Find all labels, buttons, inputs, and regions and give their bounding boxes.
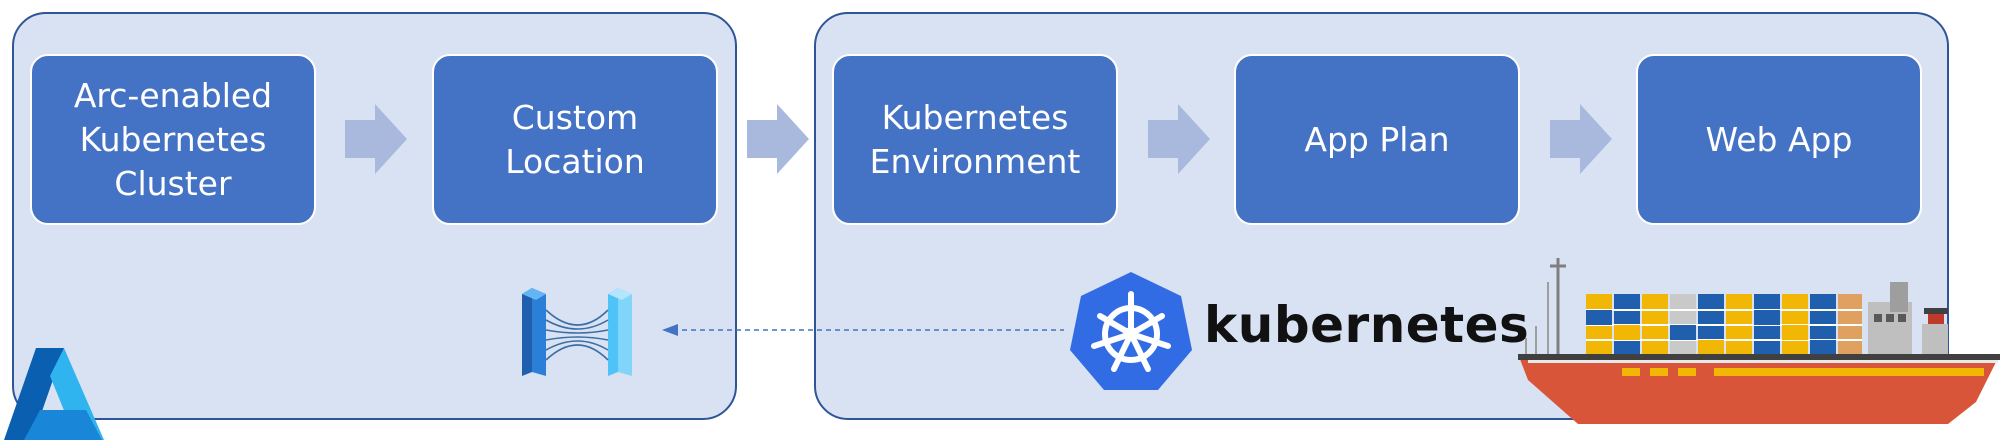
arrow-right-icon <box>345 104 407 174</box>
kubernetes-environment-box: Kubernetes Environment <box>832 54 1118 225</box>
azure-logo-icon <box>2 346 106 442</box>
dashed-connector <box>660 316 1070 344</box>
container-ship-icon <box>1518 252 2000 434</box>
custom-location-box: Custom Location <box>432 54 718 225</box>
arrow-right-icon <box>747 104 809 174</box>
custom-location-icon <box>518 280 642 380</box>
web-app-box: Web App <box>1636 54 1922 225</box>
kubernetes-wordmark: kubernetes <box>1204 296 1530 354</box>
kubernetes-logo-icon <box>1068 270 1194 392</box>
arrow-right-icon <box>1550 104 1612 174</box>
app-plan-box: App Plan <box>1234 54 1520 225</box>
arc-enabled-cluster-box: Arc-enabled Kubernetes Cluster <box>30 54 316 225</box>
arrow-right-icon <box>1148 104 1210 174</box>
